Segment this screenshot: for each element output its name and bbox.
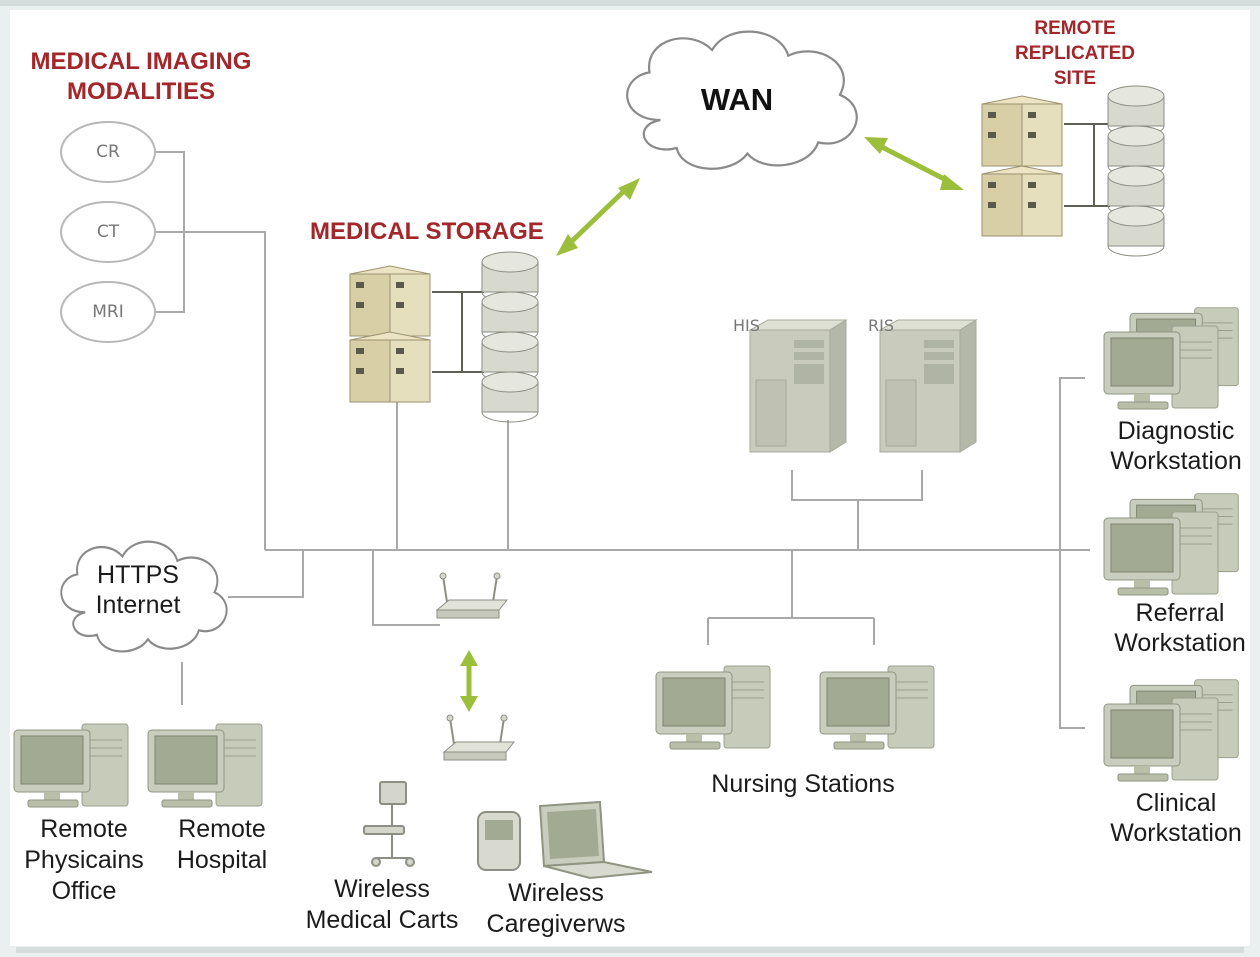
remote-site-title: REMOTE REPLICATED SITE (1005, 16, 1145, 91)
handheld-device-icon (477, 811, 521, 871)
remote-site-line2: REPLICATED (1015, 43, 1135, 64)
diagnostic-line2: Workstation (1110, 447, 1242, 475)
modality-label-mri: MRI (92, 302, 124, 322)
wan-label: WAN (700, 82, 774, 117)
clinical-line1: Clinical (1135, 789, 1217, 817)
remote-physicians-line2: Physicains (24, 846, 144, 874)
modalities-title-line1: MEDICAL IMAGING (30, 48, 252, 75)
nursing-stations-label: Nursing Stations (711, 770, 895, 798)
remote-physicians-line3: Office (51, 877, 117, 905)
medical-cart-icon (363, 781, 415, 867)
referral-workstation-label: Referral Workstation (1100, 598, 1260, 658)
medical-storage-title: MEDICAL STORAGE (310, 218, 544, 245)
remote-physicians-label: Remote Physicains Office (12, 814, 156, 907)
wireless-carts-line2: Medical Carts (305, 906, 459, 934)
clinical-line2: Workstation (1110, 819, 1242, 847)
wireless-caregivers-label: Wireless Caregiverws (474, 878, 638, 940)
modalities-title: MEDICAL IMAGING MODALITIES (16, 47, 266, 107)
his-label: HIS (733, 316, 760, 335)
modality-label-ct: CT (96, 222, 120, 242)
referral-line2: Workstation (1114, 629, 1246, 657)
internet-line1: HTTPS (97, 561, 179, 589)
remote-hospital-line1: Remote (178, 815, 266, 843)
remote-storage-icon (981, 85, 1165, 257)
modality-label-cr: CR (96, 142, 120, 162)
remote-physicians-line1: Remote (40, 815, 128, 843)
laptop-icon (538, 800, 653, 880)
ris-server-icon (879, 319, 977, 453)
cr-node (60, 121, 156, 183)
internet-line2: Internet (95, 591, 181, 619)
diagnostic-workstation-label: Diagnostic Workstation (1096, 416, 1256, 476)
wireless-caregivers-line2: Caregiverws (486, 910, 626, 938)
remote-hospital-label: Remote Hospital (164, 814, 280, 876)
medical-storage-icon (349, 251, 539, 423)
wireless-carts-label: Wireless Medical Carts (292, 874, 472, 936)
wireless-caregivers-line1: Wireless (508, 879, 604, 907)
mri-node (60, 281, 156, 343)
internet-label: HTTPS Internet (76, 560, 200, 620)
remote-hospital-line2: Hospital (176, 846, 268, 874)
wireless-carts-line1: Wireless (334, 875, 430, 903)
his-server-icon (749, 319, 847, 453)
modalities-title-line2: MODALITIES (67, 78, 215, 105)
remote-site-line1: REMOTE (1034, 18, 1116, 39)
ris-label: RIS (868, 316, 894, 335)
modality-icons (60, 121, 156, 343)
remote-site-line3: SITE (1053, 68, 1097, 89)
link-arrows (460, 137, 964, 712)
ct-node (60, 201, 156, 263)
network-wiring (155, 151, 1090, 729)
clinical-workstation-label: Clinical Workstation (1096, 788, 1256, 848)
referral-line1: Referral (1135, 599, 1225, 627)
diagnostic-line1: Diagnostic (1117, 417, 1235, 445)
